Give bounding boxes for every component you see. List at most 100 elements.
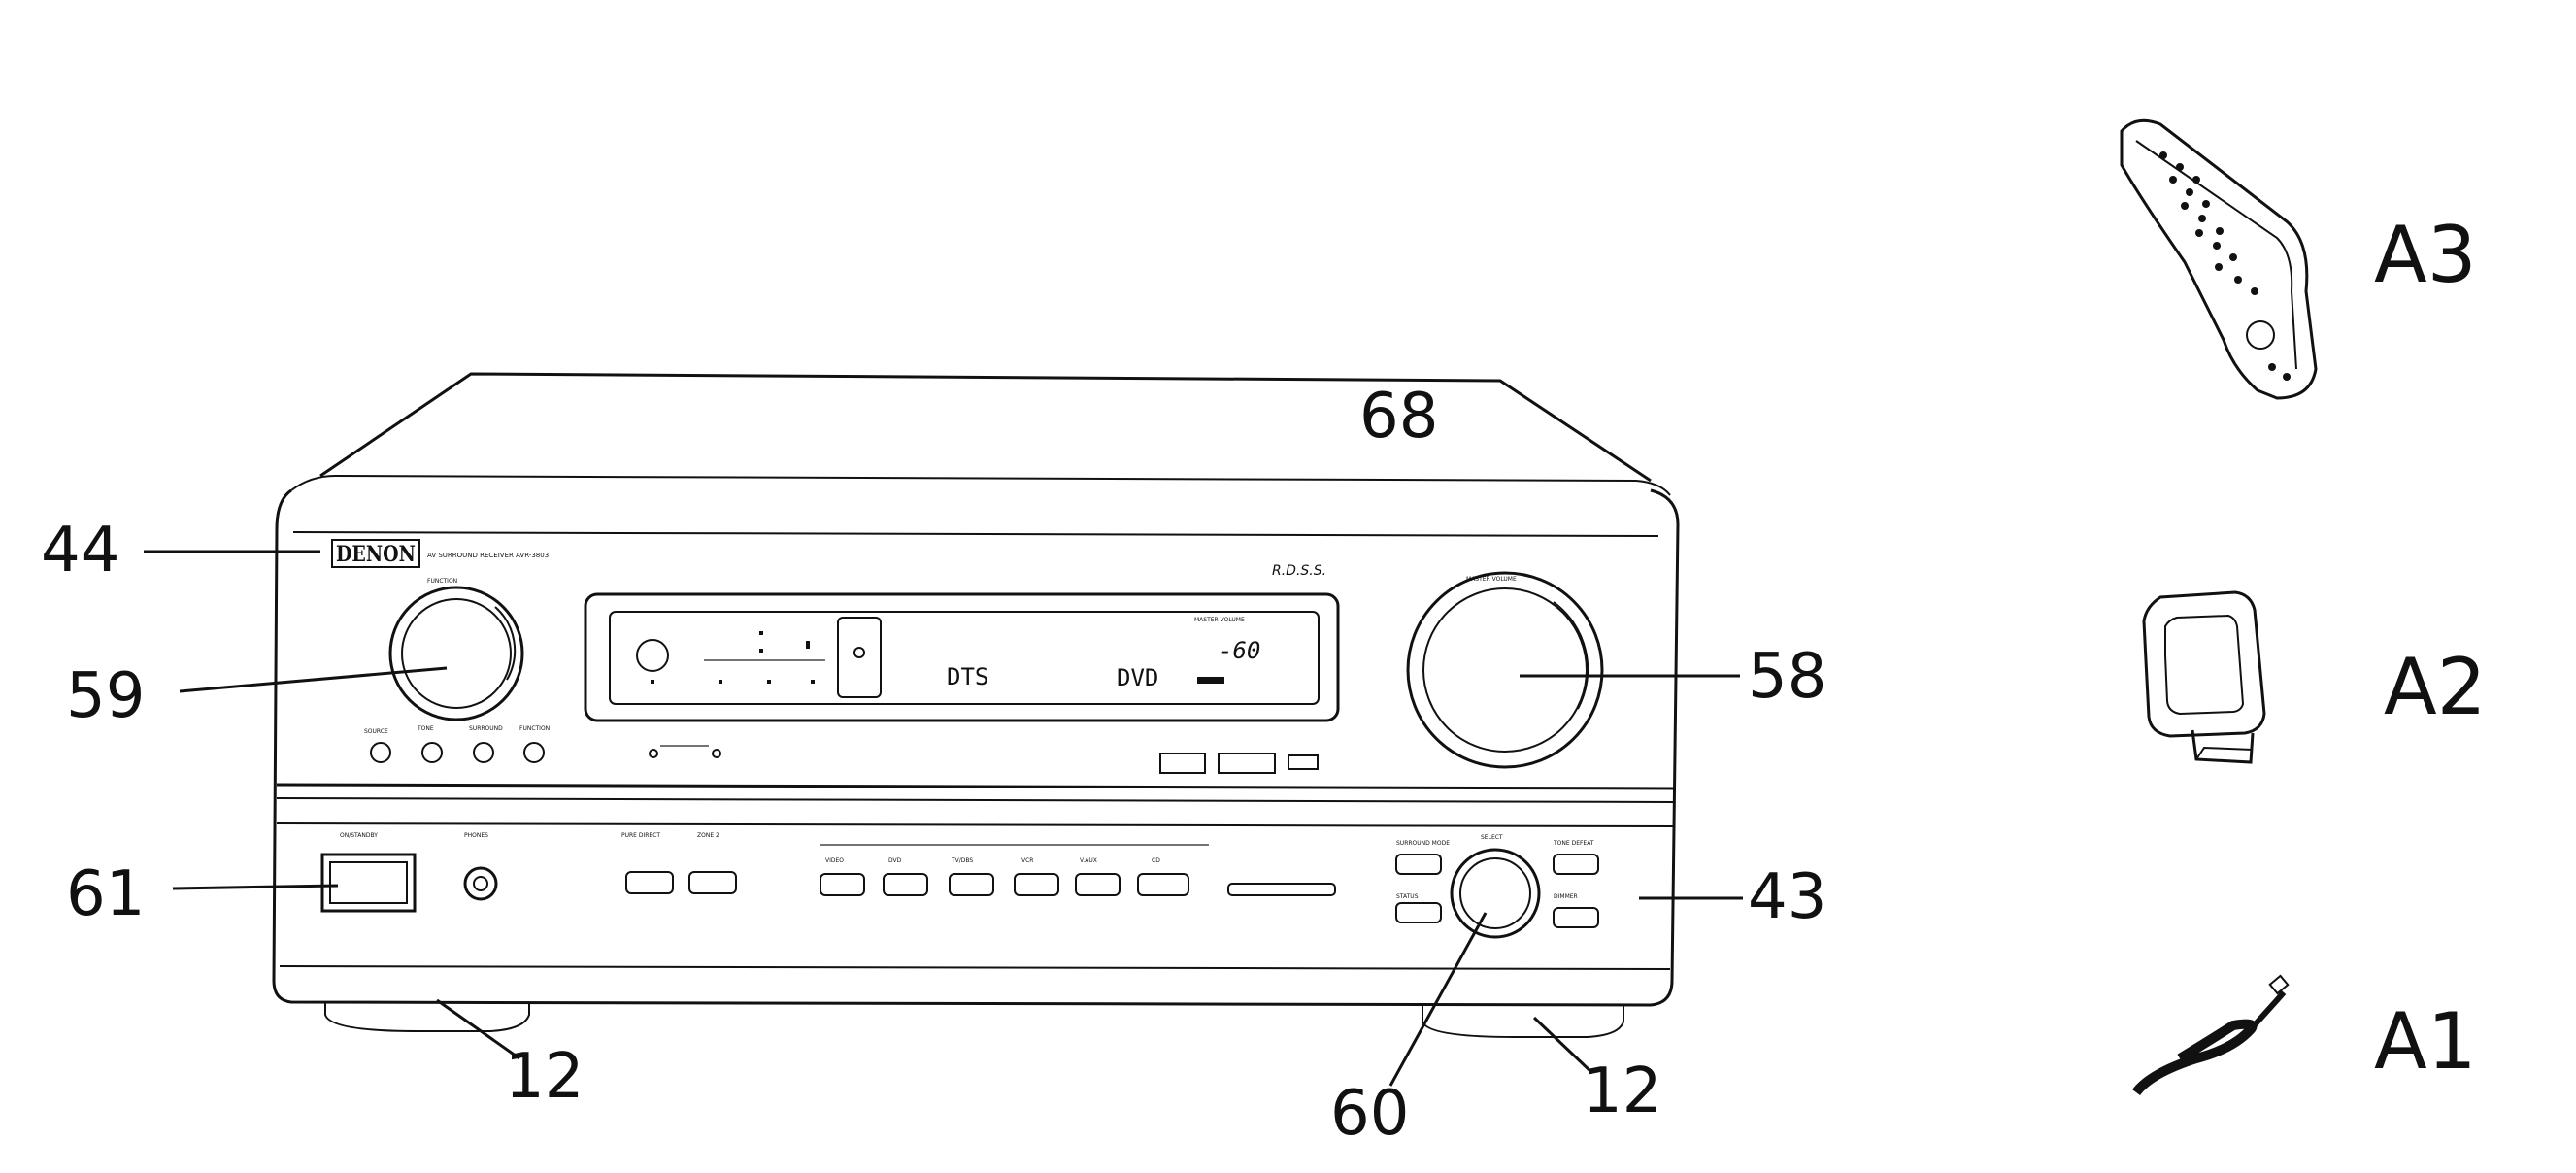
remote-button (2202, 200, 2210, 208)
input-button[interactable] (883, 873, 928, 896)
reference-numerals: 44 68 59 58 61 43 12 12 60 (41, 381, 1826, 1150)
volume-knob[interactable] (1422, 587, 1588, 753)
remote-sensor (636, 639, 669, 672)
display-level-caption: MASTER VOLUME (1194, 617, 1245, 623)
ref-68: 68 (1359, 381, 1438, 452)
bottom-trim (279, 965, 1671, 970)
status-led (649, 749, 658, 758)
knob-buttons: SOURCE TONE SURROUND FUNCTION (364, 725, 550, 763)
input-button[interactable] (1137, 873, 1189, 896)
input-button[interactable] (820, 873, 865, 896)
display-source: DVD (1117, 664, 1158, 691)
loop-antenna-stand-base (2195, 746, 2254, 760)
phones-jack[interactable] (463, 866, 498, 901)
section-divider-2 (276, 797, 1676, 803)
remote-button (2251, 287, 2258, 295)
accessory-loop-antenna (2142, 590, 2266, 764)
remote-control-inner (2135, 140, 2297, 370)
indicator (719, 680, 722, 684)
remote-button (2176, 163, 2184, 171)
input-button-label: CD (1152, 857, 1160, 864)
display-mode-box (837, 617, 882, 698)
right-button-label: TONE DEFEAT (1553, 840, 1594, 847)
remote-button (2159, 151, 2167, 159)
input-buttons: VIDEO DVD TV/DBS VCR V.AUX CD (820, 857, 1189, 896)
remote-dpad (2246, 320, 2275, 350)
input-indicator-strip (1227, 883, 1336, 896)
upper-panel-border (292, 531, 1659, 537)
indicator (651, 680, 654, 684)
cert-logo (1218, 753, 1276, 774)
right-button[interactable] (1395, 854, 1442, 875)
brand-logo: DENON (336, 542, 416, 567)
ref-43: 43 (1748, 861, 1826, 933)
volume-knob-bezel[interactable] (1406, 571, 1604, 769)
remote-button (2215, 263, 2223, 271)
right-button[interactable] (1553, 854, 1599, 875)
input-button-label: VIDEO (825, 857, 844, 864)
indicator (806, 641, 810, 649)
remote-button (2181, 202, 2189, 210)
top-cover (319, 372, 1652, 483)
fm-cable-icon (2132, 1019, 2258, 1096)
remote-button-grid (2159, 151, 2291, 381)
knob-button-label: TONE (417, 725, 434, 732)
remote-button (2192, 176, 2200, 184)
remote-button (2216, 227, 2224, 235)
display-window-inner (609, 611, 1320, 705)
av-receiver: DENON AV SURROUND RECEIVER AVR-3803 R.D.… (272, 372, 1680, 1038)
input-button[interactable] (949, 873, 994, 896)
display-mode-dot (853, 647, 865, 658)
accessory-remote-control (2120, 118, 2318, 400)
input-button-label: DVD (888, 857, 902, 864)
loop-antenna-stand (2191, 729, 2255, 764)
ref-44: 44 (41, 515, 119, 586)
knob-button-label: SURROUND (469, 725, 503, 732)
remote-control-icon (2120, 118, 2318, 400)
select-label: SELECT (1481, 834, 1503, 841)
cert-logo (1159, 753, 1206, 774)
knob-button[interactable] (421, 742, 443, 763)
knob-button[interactable] (523, 742, 545, 763)
lower-panel-border (276, 822, 1676, 827)
input-button-label: V.AUX (1080, 857, 1097, 864)
right-button[interactable] (1395, 902, 1442, 923)
zone-button[interactable] (688, 871, 737, 894)
label-a3: A3 (2374, 210, 2477, 300)
remote-button (2186, 188, 2193, 196)
display-level: -60 (1219, 637, 1260, 664)
ref-61: 61 (66, 858, 145, 930)
select-knob-bezel[interactable] (1450, 848, 1541, 939)
input-button[interactable] (1014, 873, 1059, 896)
model-line: AV SURROUND RECEIVER AVR-3803 (427, 552, 549, 559)
select-knob[interactable] (1459, 857, 1531, 929)
ref-12-left: 12 (505, 1041, 584, 1113)
loop-antenna-icon (2142, 590, 2266, 738)
function-knob-bezel[interactable] (388, 586, 524, 721)
function-knob[interactable] (401, 598, 512, 709)
input-button[interactable] (1075, 873, 1121, 896)
knob-button[interactable] (473, 742, 494, 763)
remote-button (2213, 242, 2221, 250)
on-standby-label: ON/STANDBY (340, 832, 378, 839)
power-button[interactable] (320, 853, 417, 913)
ref-59: 59 (66, 660, 145, 732)
leader-60 (1388, 912, 1488, 1087)
remote-button (2198, 215, 2206, 222)
knob-button[interactable] (370, 742, 391, 763)
display-indicators (651, 631, 825, 684)
indicator (759, 649, 763, 653)
zone-label: ZONE 2 (697, 832, 719, 839)
pure-direct-button[interactable] (625, 871, 674, 894)
remote-button (2268, 363, 2276, 371)
right-button[interactable] (1553, 907, 1599, 928)
volume-knob-highlight (1553, 601, 1589, 710)
leader-12-right (1532, 1016, 1594, 1075)
indicator (759, 631, 763, 635)
accessory-fm-cable (2132, 974, 2290, 1096)
label-a1: A1 (2374, 996, 2477, 1087)
indicator (767, 680, 771, 684)
indicator (811, 680, 815, 684)
knob-button-label: FUNCTION (519, 725, 550, 732)
